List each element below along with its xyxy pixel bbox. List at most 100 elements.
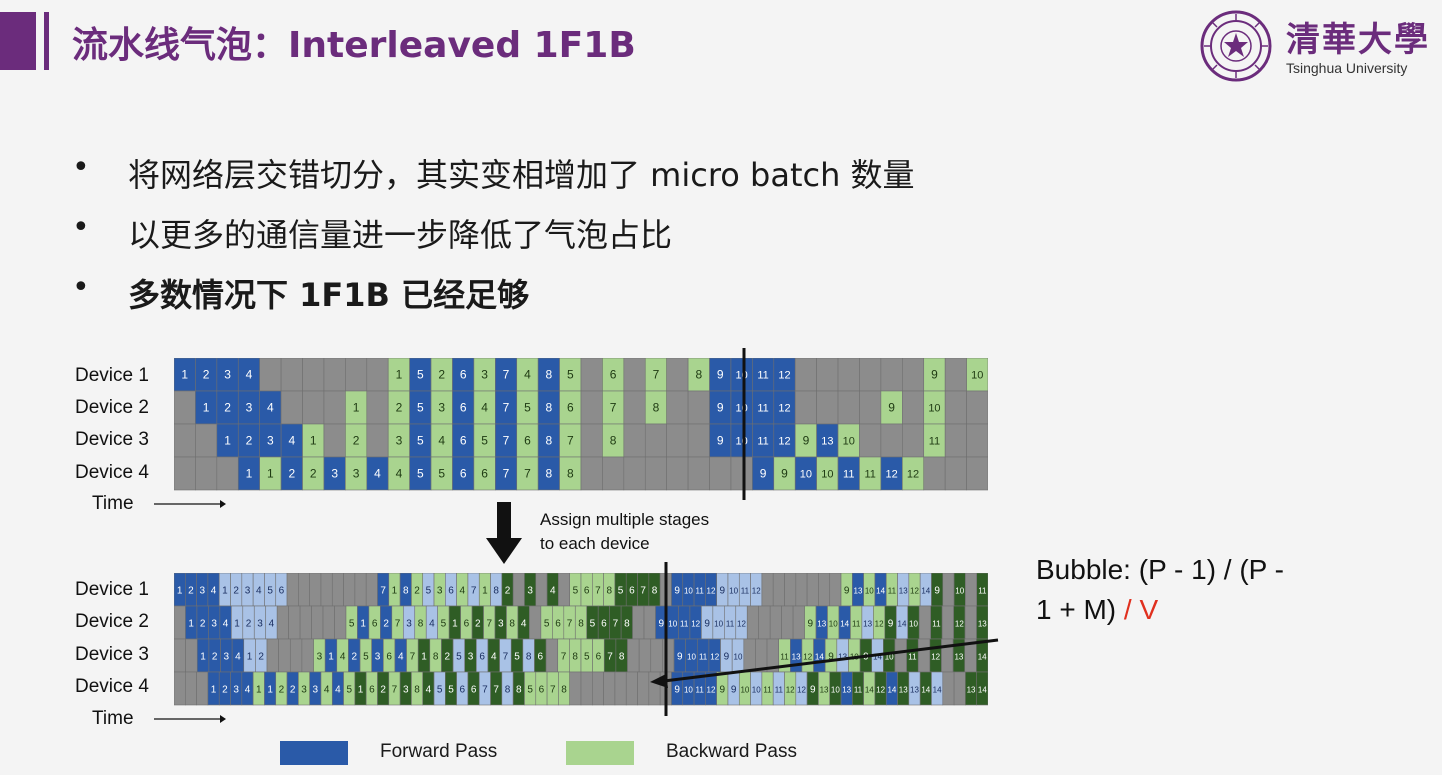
bottom-schedule-cell-label: 11 bbox=[854, 686, 863, 695]
bottom-schedule-cell-label: 12 bbox=[876, 686, 885, 695]
title-accent-line bbox=[44, 12, 49, 70]
bottom-schedule-cell-label: 1 bbox=[211, 685, 217, 696]
top-schedule-cell-label: 11 bbox=[864, 469, 875, 481]
bottom-schedule-cell bbox=[558, 573, 571, 607]
legend-forward-swatch bbox=[280, 741, 348, 765]
top-schedule-cell bbox=[859, 390, 882, 425]
top-schedule-cell bbox=[837, 390, 860, 425]
top-schedule-cell bbox=[902, 423, 925, 458]
bottom-schedule-cell bbox=[529, 605, 542, 640]
top-schedule-cell-label: 1 bbox=[181, 368, 188, 382]
bottom-schedule-cell-label: 4 bbox=[324, 685, 330, 696]
bottom-schedule-cell-label: 2 bbox=[233, 586, 239, 597]
top-schedule-cell bbox=[580, 358, 603, 392]
top-schedule-cell-label: 6 bbox=[567, 401, 574, 415]
bottom-schedule-cell-label: 11 bbox=[978, 587, 987, 596]
top-schedule-cell-label: 9 bbox=[717, 434, 724, 448]
bottom-schedule-cell-label: 2 bbox=[212, 652, 218, 663]
bottom-schedule-cell-label: 2 bbox=[414, 586, 420, 597]
bottom-schedule-cell-label: 6 bbox=[460, 685, 466, 696]
bottom-schedule-cell bbox=[311, 605, 324, 640]
logo-english-name: Tsinghua University bbox=[1286, 60, 1408, 76]
bottom-schedule-cell bbox=[758, 605, 771, 640]
bottom-schedule-cell-label: 3 bbox=[257, 619, 263, 630]
bottom-schedule-cell-label: 1 bbox=[177, 586, 183, 597]
bottom-schedule-cell-label: 11 bbox=[763, 686, 772, 695]
top-schedule-cell-label: 5 bbox=[417, 467, 424, 481]
bottom-schedule-cell-label: 6 bbox=[538, 652, 544, 663]
bottom-schedule-cell bbox=[174, 671, 186, 706]
top-schedule-cell bbox=[687, 456, 710, 491]
top-schedule-cell-label: 8 bbox=[546, 467, 553, 481]
bottom-schedule-cell-label: 12 bbox=[931, 653, 940, 662]
bottom-schedule-cell-label: 9 bbox=[934, 586, 940, 597]
top-schedule-cell-label: 1 bbox=[224, 434, 231, 448]
bottom-schedule-cell bbox=[625, 671, 638, 706]
top-schedule-cell-label: 10 bbox=[928, 403, 940, 415]
top-schedule-cell-label: 5 bbox=[567, 368, 574, 382]
top-schedule-cell-label: 4 bbox=[267, 401, 274, 415]
bottom-schedule-cell-label: 8 bbox=[624, 619, 630, 630]
bottom-schedule-cell-label: 11 bbox=[775, 686, 784, 695]
bottom-schedule-cell-label: 10 bbox=[687, 653, 696, 662]
top-schedule-cell-label: 9 bbox=[931, 368, 938, 382]
top-schedule-cell-label: 11 bbox=[757, 370, 768, 382]
bottom-schedule-cell bbox=[792, 605, 805, 640]
bottom-schedule-cell bbox=[298, 573, 310, 607]
top-schedule-cell-label: 1 bbox=[203, 401, 210, 415]
top-schedule-cell bbox=[944, 390, 967, 425]
top-schedule-cell-label: 5 bbox=[417, 434, 424, 448]
title-accent-block bbox=[0, 12, 36, 70]
top-schedule-cell bbox=[902, 390, 925, 425]
logo-chinese-name: 清華大學 bbox=[1286, 20, 1430, 60]
bubble-formula-line-2-main: 1 + M) bbox=[1036, 594, 1124, 625]
bottom-schedule-cell-label: 4 bbox=[426, 685, 432, 696]
bottom-schedule-cell-label: 14 bbox=[921, 587, 930, 596]
top-schedule-cell-label: 2 bbox=[396, 401, 403, 415]
top-schedule-cell-label: 2 bbox=[203, 368, 210, 382]
top-schedule-cell-label: 7 bbox=[503, 368, 510, 382]
bottom-schedule-cell bbox=[545, 638, 559, 673]
top-schedule-cell bbox=[902, 358, 925, 392]
top-schedule-cell-label: 13 bbox=[821, 436, 833, 448]
bottom-schedule-cell-label: 3 bbox=[199, 586, 205, 597]
bottom-schedule-cell bbox=[746, 605, 759, 640]
bottom-schedule-cell-label: 13 bbox=[967, 686, 976, 695]
bottom-schedule-cell bbox=[662, 638, 675, 673]
tsinghua-seal-icon bbox=[1200, 10, 1272, 82]
top-schedule-cell bbox=[580, 456, 603, 491]
bottom-schedule-cell-label: 9 bbox=[888, 619, 894, 630]
bottom-schedule-cell-label: 3 bbox=[317, 652, 323, 663]
bottom-schedule-cell bbox=[772, 573, 785, 607]
bottom-schedule-cell-label: 2 bbox=[246, 619, 252, 630]
bottom-schedule-cell-label: 12 bbox=[737, 620, 746, 629]
bottom-schedule-cell-label: 5 bbox=[437, 685, 443, 696]
bottom-schedule-cell-label: 8 bbox=[414, 685, 420, 696]
bottom-schedule-cell-label: 4 bbox=[398, 652, 404, 663]
bottom-schedule-cell bbox=[942, 671, 955, 706]
bottom-schedule-cell-label: 12 bbox=[875, 620, 884, 629]
bottom-schedule-cell-label: 13 bbox=[899, 587, 908, 596]
bottom-schedule-cell-label: 3 bbox=[301, 685, 307, 696]
top-schedule-cell bbox=[709, 456, 732, 491]
bottom-schedule-cell-label: 9 bbox=[704, 619, 710, 630]
top-schedule-cell-label: 3 bbox=[438, 401, 445, 415]
bottom-schedule-cell-label: 9 bbox=[731, 685, 737, 696]
bottom-schedule-cell-label: 1 bbox=[188, 619, 194, 630]
top-device-label-3: Device 3 bbox=[75, 429, 149, 450]
top-schedule-cell bbox=[966, 456, 988, 491]
top-schedule-cell-label: 9 bbox=[760, 467, 767, 481]
top-schedule-cell-label: 9 bbox=[888, 401, 895, 415]
bottom-schedule-cell-label: 6 bbox=[596, 652, 602, 663]
bottom-schedule-cell-label: 9 bbox=[674, 685, 680, 696]
top-schedule-cell-label: 10 bbox=[971, 370, 983, 382]
bottom-schedule-cell-label: 10 bbox=[865, 587, 874, 596]
top-time-arrow-icon bbox=[154, 500, 226, 508]
bottom-schedule-cell-label: 9 bbox=[844, 586, 850, 597]
top-schedule-cell bbox=[944, 456, 967, 491]
top-schedule-cell bbox=[837, 358, 860, 392]
top-schedule-cell bbox=[794, 390, 817, 425]
top-schedule-cell-label: 9 bbox=[781, 467, 788, 481]
bottom-schedule-cell-label: 12 bbox=[707, 587, 716, 596]
top-schedule-cell bbox=[880, 358, 903, 392]
